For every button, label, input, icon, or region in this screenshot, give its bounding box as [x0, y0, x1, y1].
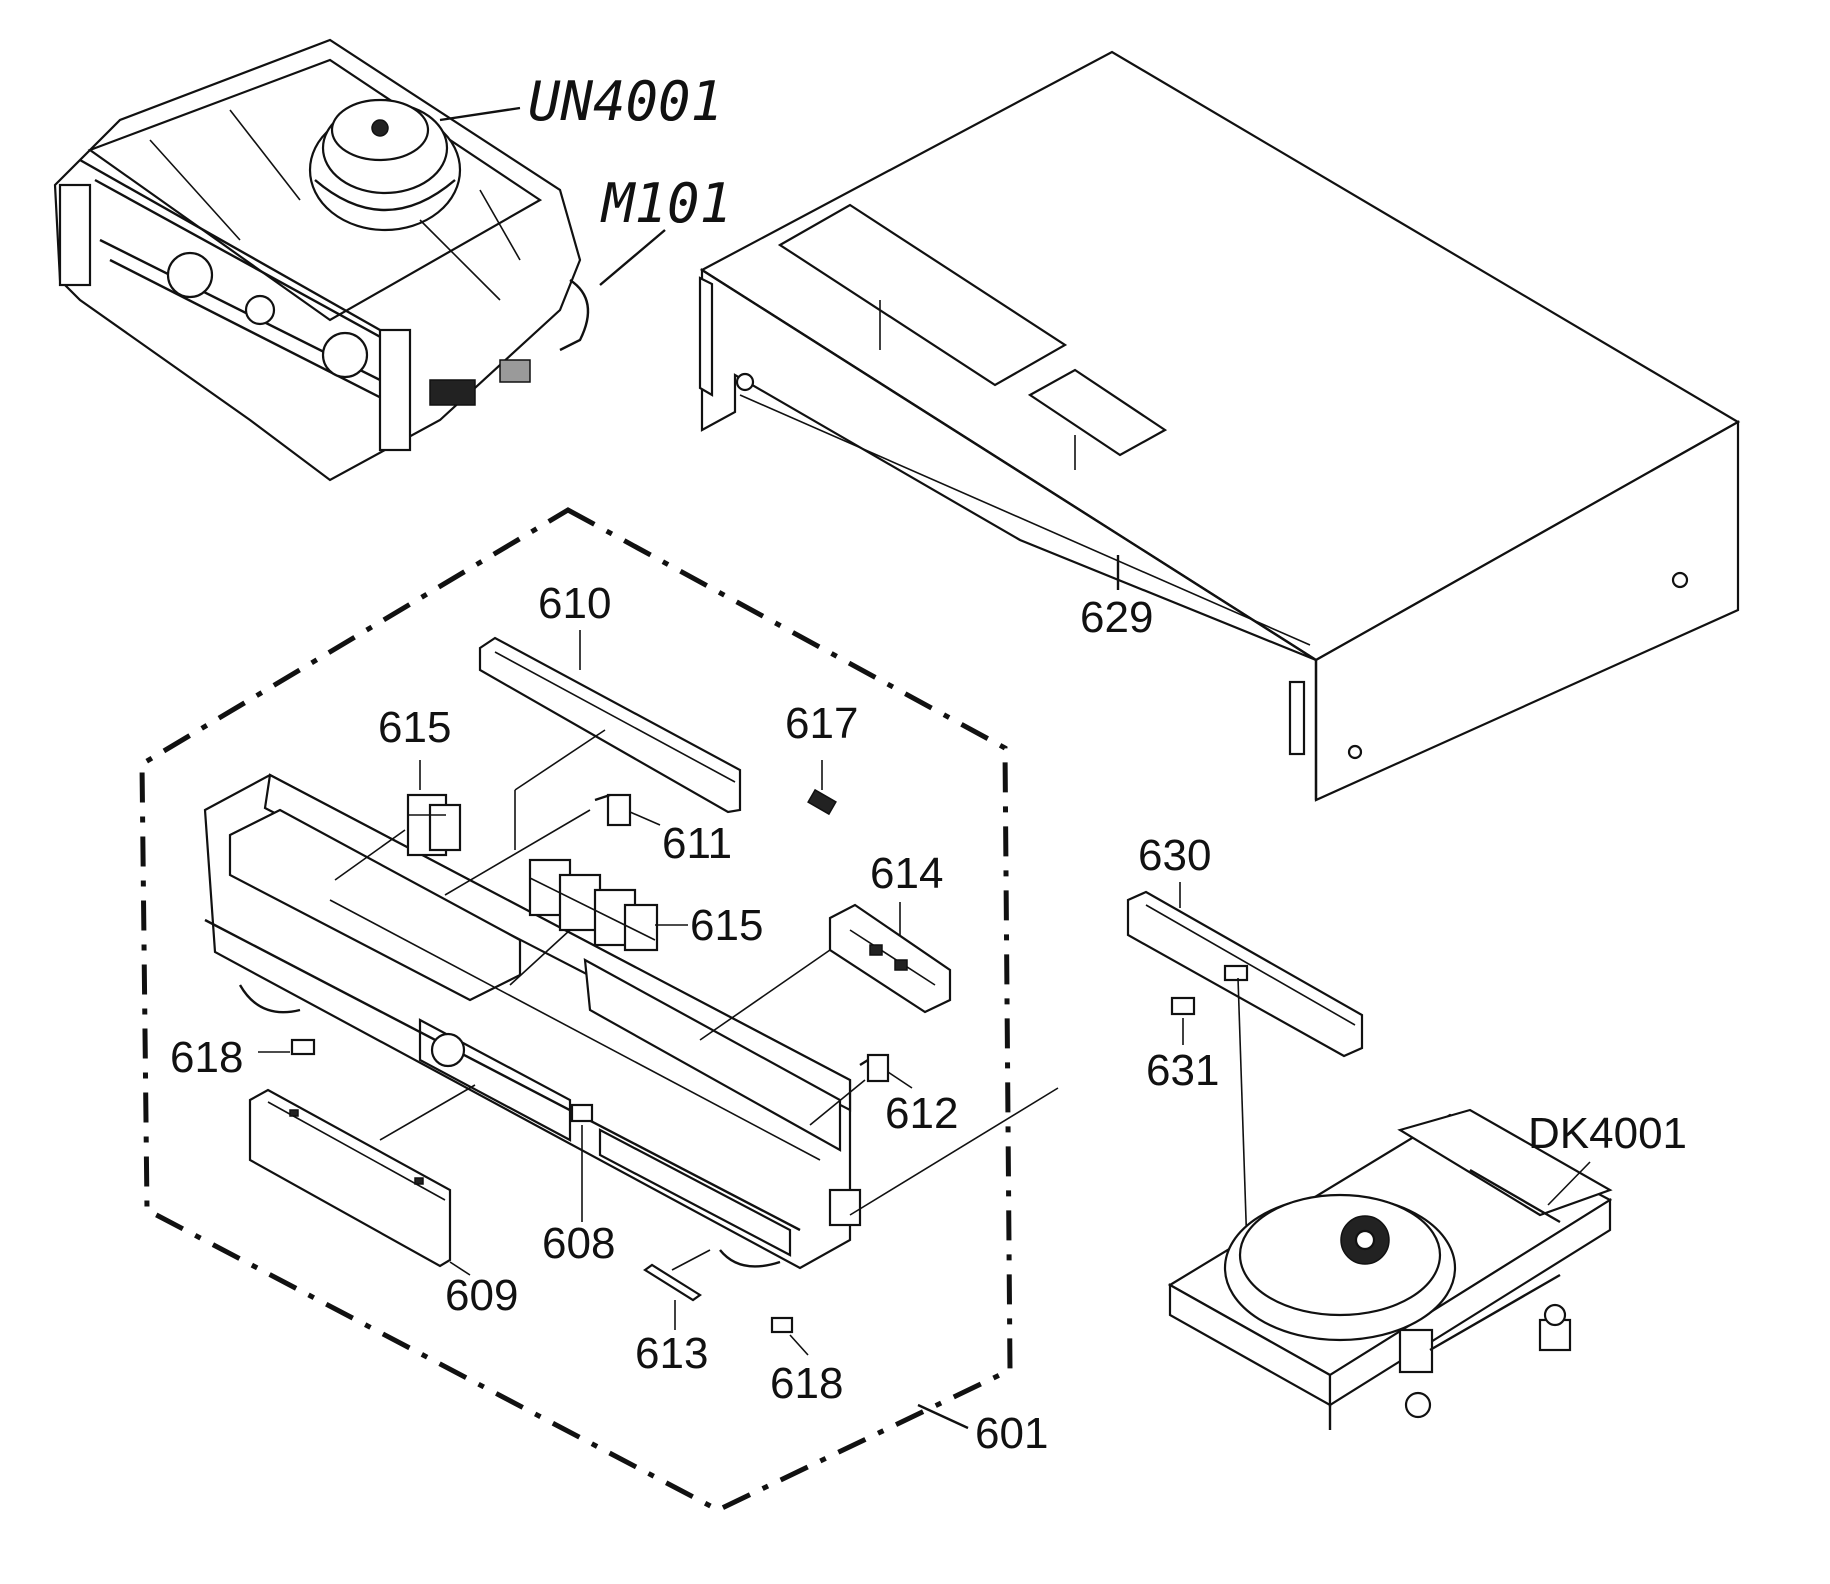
part-613-strip — [643, 1263, 702, 1302]
label-617: 617 — [785, 699, 858, 748]
dvd-loader-dk4001 — [1167, 1108, 1613, 1430]
part-611-lever — [594, 793, 632, 827]
label-615-middle: 615 — [690, 901, 763, 950]
label-601: 601 — [975, 1409, 1048, 1458]
label-631: 631 — [1146, 1046, 1219, 1095]
part-612-clip — [859, 1053, 890, 1083]
top-cover — [698, 50, 1741, 802]
label-dk4001: DK4001 — [1528, 1109, 1687, 1158]
label-618-left: 618 — [170, 1033, 243, 1082]
label-610: 610 — [538, 579, 611, 628]
part-615-button-upper — [406, 793, 462, 857]
part-614-switch-bracket — [828, 903, 952, 1014]
part-618-left — [290, 1038, 316, 1056]
label-613: 613 — [635, 1329, 708, 1378]
label-609: 609 — [445, 1271, 518, 1320]
part-631-chip — [1170, 996, 1196, 1016]
label-un4001: UN4001 — [528, 70, 723, 133]
part-630-bar — [1126, 890, 1364, 1058]
part-617-spring — [807, 788, 837, 816]
front-to-cover-leader — [849, 1087, 1059, 1216]
label-608: 608 — [542, 1219, 615, 1268]
m101-leader — [599, 229, 666, 286]
front-panel-601 — [203, 773, 862, 1270]
label-612: 612 — [885, 1089, 958, 1138]
label-614: 614 — [870, 849, 943, 898]
vcr-deck-mechanism — [53, 38, 590, 482]
part-618-bottom — [770, 1316, 794, 1334]
part-609-door — [248, 1088, 452, 1268]
part-608-knob — [570, 1103, 594, 1123]
un4001-leader — [439, 106, 521, 122]
label-m101: M101 — [600, 172, 732, 235]
label-615-upper: 615 — [378, 703, 451, 752]
label-618-bottom: 618 — [770, 1359, 843, 1408]
label-611: 611 — [662, 819, 732, 868]
part-615-button-group — [528, 858, 659, 952]
part-610-strip — [478, 636, 742, 814]
label-630: 630 — [1138, 831, 1211, 880]
label-629: 629 — [1080, 593, 1153, 642]
front-assembly-boundary — [139, 507, 1013, 1513]
